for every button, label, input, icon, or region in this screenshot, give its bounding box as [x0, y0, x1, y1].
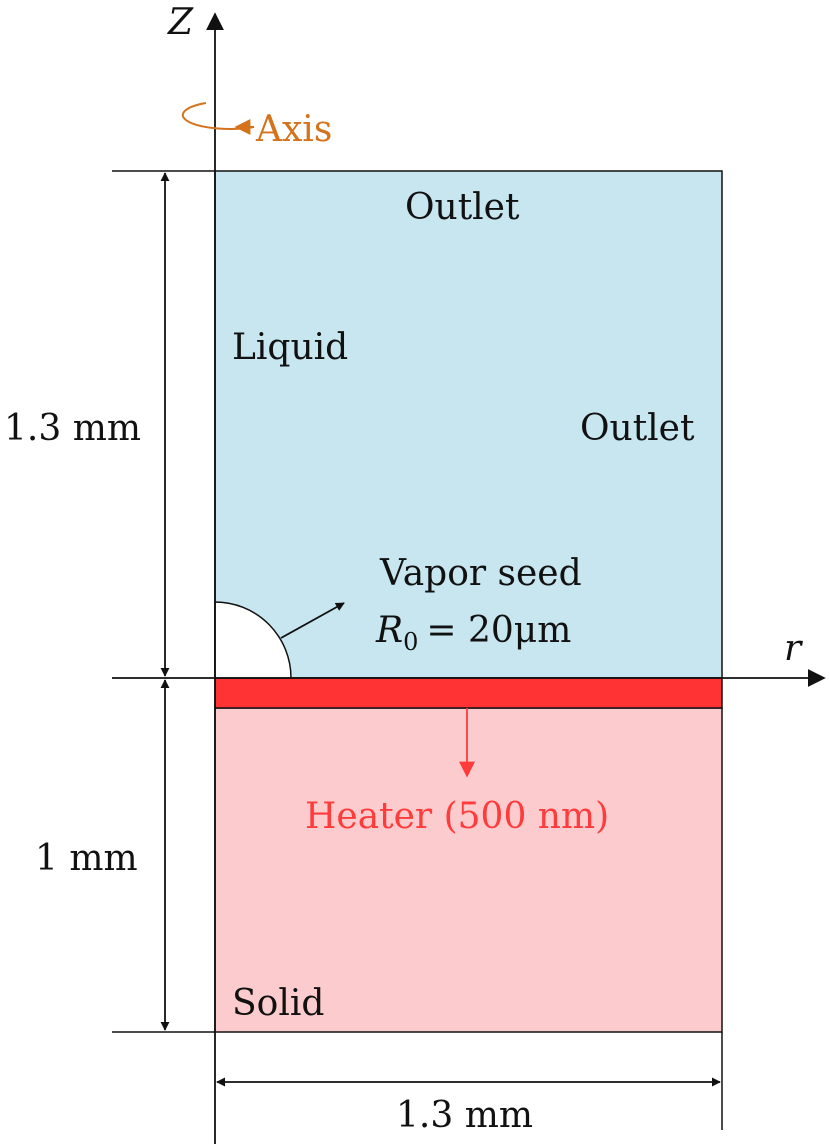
- liquid-region: [214, 170, 723, 679]
- r-axis-label: r: [784, 628, 803, 669]
- vapor-seed: [214, 601, 292, 679]
- vapor-seed-pointer-arrow: [280, 602, 345, 639]
- radius-symbol: R: [375, 610, 403, 651]
- liquid-height-label: 1.3 mm: [4, 408, 141, 449]
- vapor-seed-label: Vapor seed: [379, 553, 582, 594]
- radius-subscript: 0: [403, 628, 418, 656]
- radius-value: = 20μm: [426, 610, 571, 651]
- outlet-right-label: Outlet: [580, 408, 695, 449]
- axis-rotation-icon: [181, 102, 255, 135]
- z-axis-label: Z: [167, 2, 194, 43]
- width-label: 1.3 mm: [396, 1095, 533, 1136]
- solid-label: Solid: [232, 983, 324, 1024]
- axis-label: Axis: [255, 109, 332, 150]
- solid-height-label: 1 mm: [35, 838, 138, 879]
- heater-label: Heater (500 nm): [305, 796, 609, 837]
- heater-layer: [214, 677, 723, 709]
- vapor-seed-radius: R0 = 20μm: [375, 610, 571, 656]
- outlet-top-label: Outlet: [405, 187, 520, 228]
- liquid-label: Liquid: [232, 327, 348, 368]
